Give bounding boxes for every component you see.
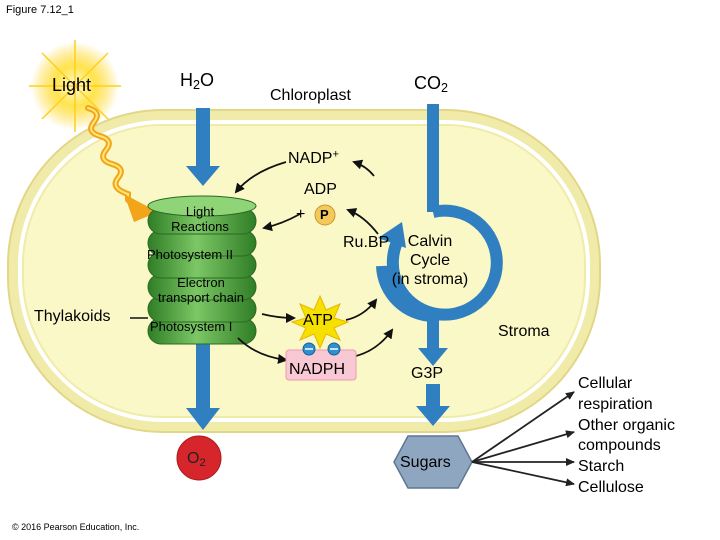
- thylakoid-stack: [147, 195, 257, 345]
- sugars-hexagon: [393, 435, 473, 489]
- light-wave-core: [87, 107, 129, 201]
- h2o-label: H2O: [180, 70, 215, 93]
- thylakoids-label: Thylakoids: [34, 308, 111, 325]
- adp-label: ADP: [304, 181, 337, 198]
- light-reactions-label: Light Reactions: [171, 204, 229, 234]
- nadph-box: [285, 349, 357, 381]
- chloroplast-label: Chloroplast: [270, 87, 351, 104]
- rubp-label: Ru.BP: [343, 234, 390, 251]
- h2o-arrowhead: [186, 166, 220, 186]
- calvin-to-nadp-arrow: [352, 159, 375, 177]
- phosphate-label: P: [320, 207, 329, 222]
- co2-label: CO2: [414, 73, 449, 96]
- calvin-cycle-label: Calvin Cycle (in stroma): [391, 233, 469, 288]
- g3p-to-sugars-shaft: [426, 384, 440, 408]
- atp-star: [290, 294, 350, 350]
- output-other-organic: Other organic: [578, 416, 675, 434]
- output-arrow-cellulose: [471, 461, 575, 487]
- o2-circle: [176, 435, 222, 481]
- output-cellular: Cellular: [578, 375, 633, 392]
- nadp-to-light-arrow: [234, 161, 287, 194]
- phosphate-circle: [314, 204, 336, 226]
- adp-to-light-arrow: [262, 213, 301, 232]
- nadph-label: NADPH: [289, 361, 346, 378]
- photosystem-1-label: Photosystem I: [150, 319, 233, 334]
- sugars-arrowhead: [416, 406, 450, 426]
- calvin-ring-arrowhead: [378, 222, 406, 248]
- sun-rays: [29, 40, 121, 132]
- o2-arrow-shaft: [196, 330, 210, 410]
- electron-transport-chain-label: Electron transport chain: [158, 275, 244, 305]
- output-arrow-organic: [471, 430, 575, 463]
- nadp-label: NADP+: [288, 148, 339, 167]
- nadph-to-calvin-arrow: [355, 328, 394, 357]
- calvin-cycle-ring: [386, 204, 503, 321]
- sugar-uses-list: Cellular respiration Other organic compo…: [578, 374, 675, 499]
- chloroplast-inner-membrane: [18, 120, 590, 422]
- output-cellulose: Cellulose: [578, 478, 644, 496]
- figure-title: Figure 7.12_1: [6, 4, 74, 16]
- photosystem-2-label: Photosystem II: [147, 247, 233, 262]
- o2-label: O2: [187, 450, 206, 469]
- light-to-atp-arrow: [261, 312, 296, 323]
- h2o-arrow-shaft: [196, 108, 210, 168]
- o2-arrowhead: [186, 408, 220, 430]
- stroma-label: Stroma: [498, 323, 550, 340]
- calvin-cycle-ring-left: [376, 265, 434, 322]
- calvin-to-adp-arrow: [346, 208, 379, 235]
- output-compounds: compounds: [578, 437, 661, 455]
- plus-sign: +: [296, 206, 306, 223]
- copyright-notice: © 2016 Pearson Education, Inc.: [12, 522, 140, 532]
- g3p-label: G3P: [411, 365, 444, 382]
- output-starch: Starch: [578, 458, 625, 476]
- light-label: Light: [52, 75, 92, 95]
- light-to-nadph-arrow: [237, 337, 288, 364]
- atp-label: ATP: [303, 312, 333, 329]
- g3p-arrowhead: [418, 348, 448, 366]
- output-arrow-respiration: [471, 391, 575, 463]
- atp-to-calvin-arrow: [345, 298, 378, 321]
- sugars-label: Sugars: [400, 454, 451, 471]
- output-respiration: respiration: [578, 395, 653, 413]
